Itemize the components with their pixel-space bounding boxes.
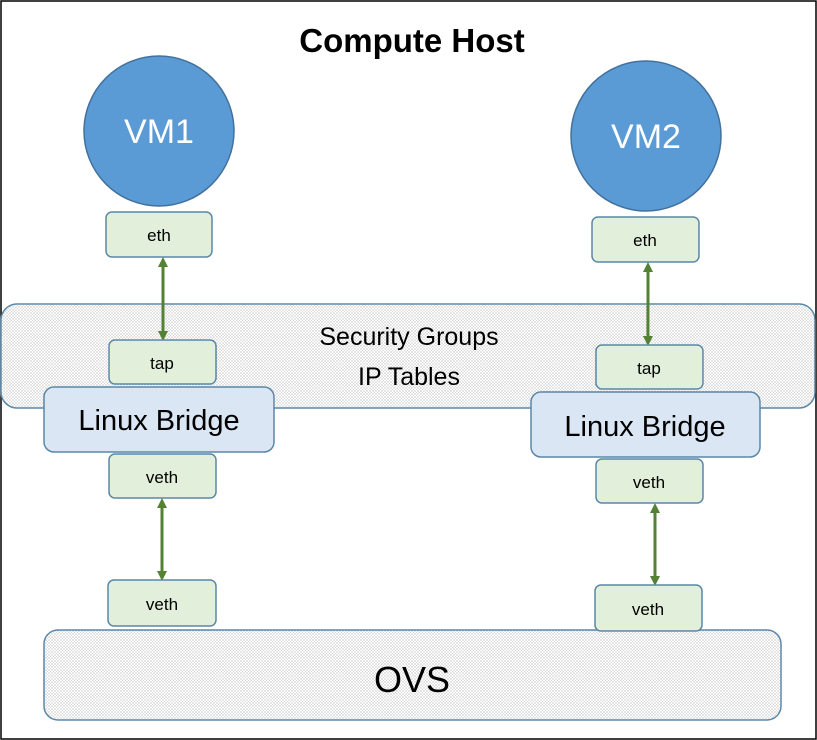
vm1-label: VM1 bbox=[124, 113, 194, 151]
vm1-node bbox=[83, 55, 235, 207]
vm1-linux-bridge-label: Linux Bridge bbox=[78, 405, 239, 437]
host-stack-vm1: VM1 eth tap Linux Bridge veth veth bbox=[43, 55, 275, 627]
vm1-tap-label: tap bbox=[150, 354, 174, 373]
ip-tables-label: IP Tables bbox=[358, 363, 460, 391]
vm2-veth-bridge-port bbox=[595, 458, 704, 504]
vm1-linux-bridge bbox=[43, 386, 275, 453]
host-stack-vm2: VM2 eth tap Linux Bridge veth veth bbox=[530, 60, 761, 632]
vm2-label: VM2 bbox=[611, 118, 681, 156]
diagram-title: Compute Host bbox=[299, 22, 525, 59]
vm1-veth-bridge-label: veth bbox=[146, 468, 178, 487]
vm2-veth-ovs-label: veth bbox=[632, 600, 664, 619]
vm2-tap-port bbox=[595, 344, 704, 390]
vm2-tap-label: tap bbox=[637, 359, 661, 378]
vm2-veth-ovs-port bbox=[594, 584, 703, 632]
ovs-band bbox=[43, 629, 782, 721]
vm1-veth-ovs-label: veth bbox=[146, 595, 178, 614]
vm2-linux-bridge-label: Linux Bridge bbox=[564, 411, 725, 443]
vm1-tap-port bbox=[108, 339, 217, 385]
vm2-linux-bridge bbox=[530, 391, 761, 458]
vm2-veth-bridge-label: veth bbox=[633, 473, 665, 492]
security-groups-label: Security Groups bbox=[319, 323, 498, 351]
vm1-veth-ovs-port bbox=[107, 579, 217, 627]
vm2-node bbox=[570, 60, 722, 212]
ovs-label: OVS bbox=[374, 659, 450, 700]
vm1-eth-label: eth bbox=[147, 226, 171, 245]
vm2-eth-label: eth bbox=[633, 231, 657, 250]
